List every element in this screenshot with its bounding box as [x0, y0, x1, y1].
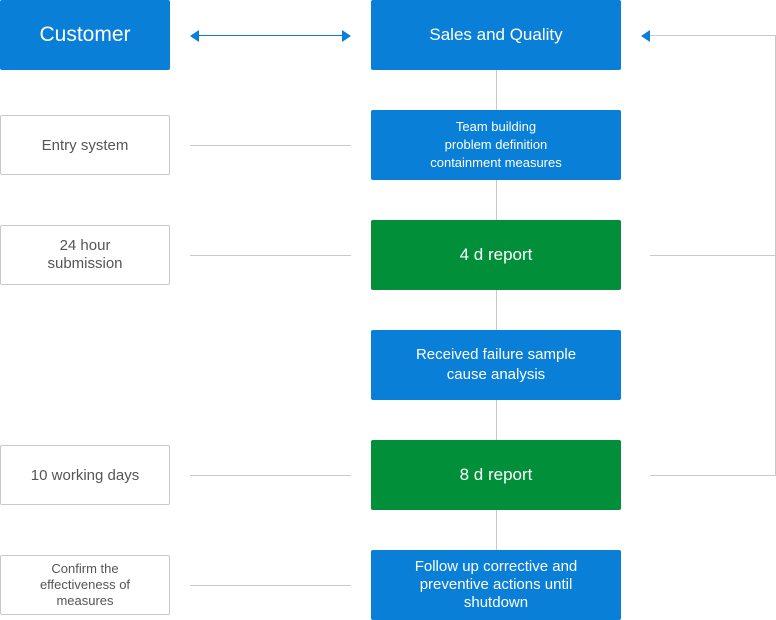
report-4d-box: 4 d report: [371, 220, 621, 290]
report-8d-box: 8 d report: [371, 440, 621, 510]
team-building-label: Team building problem definition contain…: [430, 119, 562, 170]
failure-analysis-label: Received failure sample cause analysis: [415, 346, 577, 383]
customer-sales-arrow-shaft: [196, 35, 346, 36]
arrow-left-icon: [190, 30, 199, 42]
feedback-4d-line: [650, 255, 776, 256]
customer-label: Customer: [39, 23, 131, 46]
report-4d-label: 4 d report: [459, 245, 533, 264]
entry-system-box: Entry system: [0, 115, 170, 175]
working-days-label: 10 working days: [30, 466, 140, 484]
working-days-box: 10 working days: [0, 445, 170, 505]
sales-quality-box: Sales and Quality: [371, 0, 621, 70]
submission-24h-label: 24 hour submission: [47, 237, 123, 272]
sales-quality-label: Sales and Quality: [429, 25, 563, 44]
connector-entry-system: [190, 145, 351, 146]
confirm-label: Confirm the effectiveness of measures: [39, 561, 131, 608]
entry-system-label: Entry system: [41, 136, 129, 154]
connector-10-days: [190, 475, 351, 476]
report-8d-label: 8 d report: [459, 465, 533, 484]
arrow-right-icon: [342, 30, 351, 42]
follow-up-box: Follow up corrective and preventive acti…: [371, 550, 621, 620]
connector-24-hour: [190, 255, 351, 256]
follow-up-label: Follow up corrective and preventive acti…: [414, 558, 578, 611]
customer-box: Customer: [0, 0, 170, 70]
feedback-arrowhead-icon: [641, 30, 650, 42]
team-building-box: Team building problem definition contain…: [371, 110, 621, 180]
submission-24h-box: 24 hour submission: [0, 225, 170, 285]
center-spine: [496, 70, 497, 550]
failure-analysis-box: Received failure sample cause analysis: [371, 330, 621, 400]
feedback-8d-line: [650, 475, 776, 476]
feedback-top-line: [650, 35, 776, 36]
confirm-box: Confirm the effectiveness of measures: [0, 555, 170, 615]
connector-confirm: [190, 585, 351, 586]
